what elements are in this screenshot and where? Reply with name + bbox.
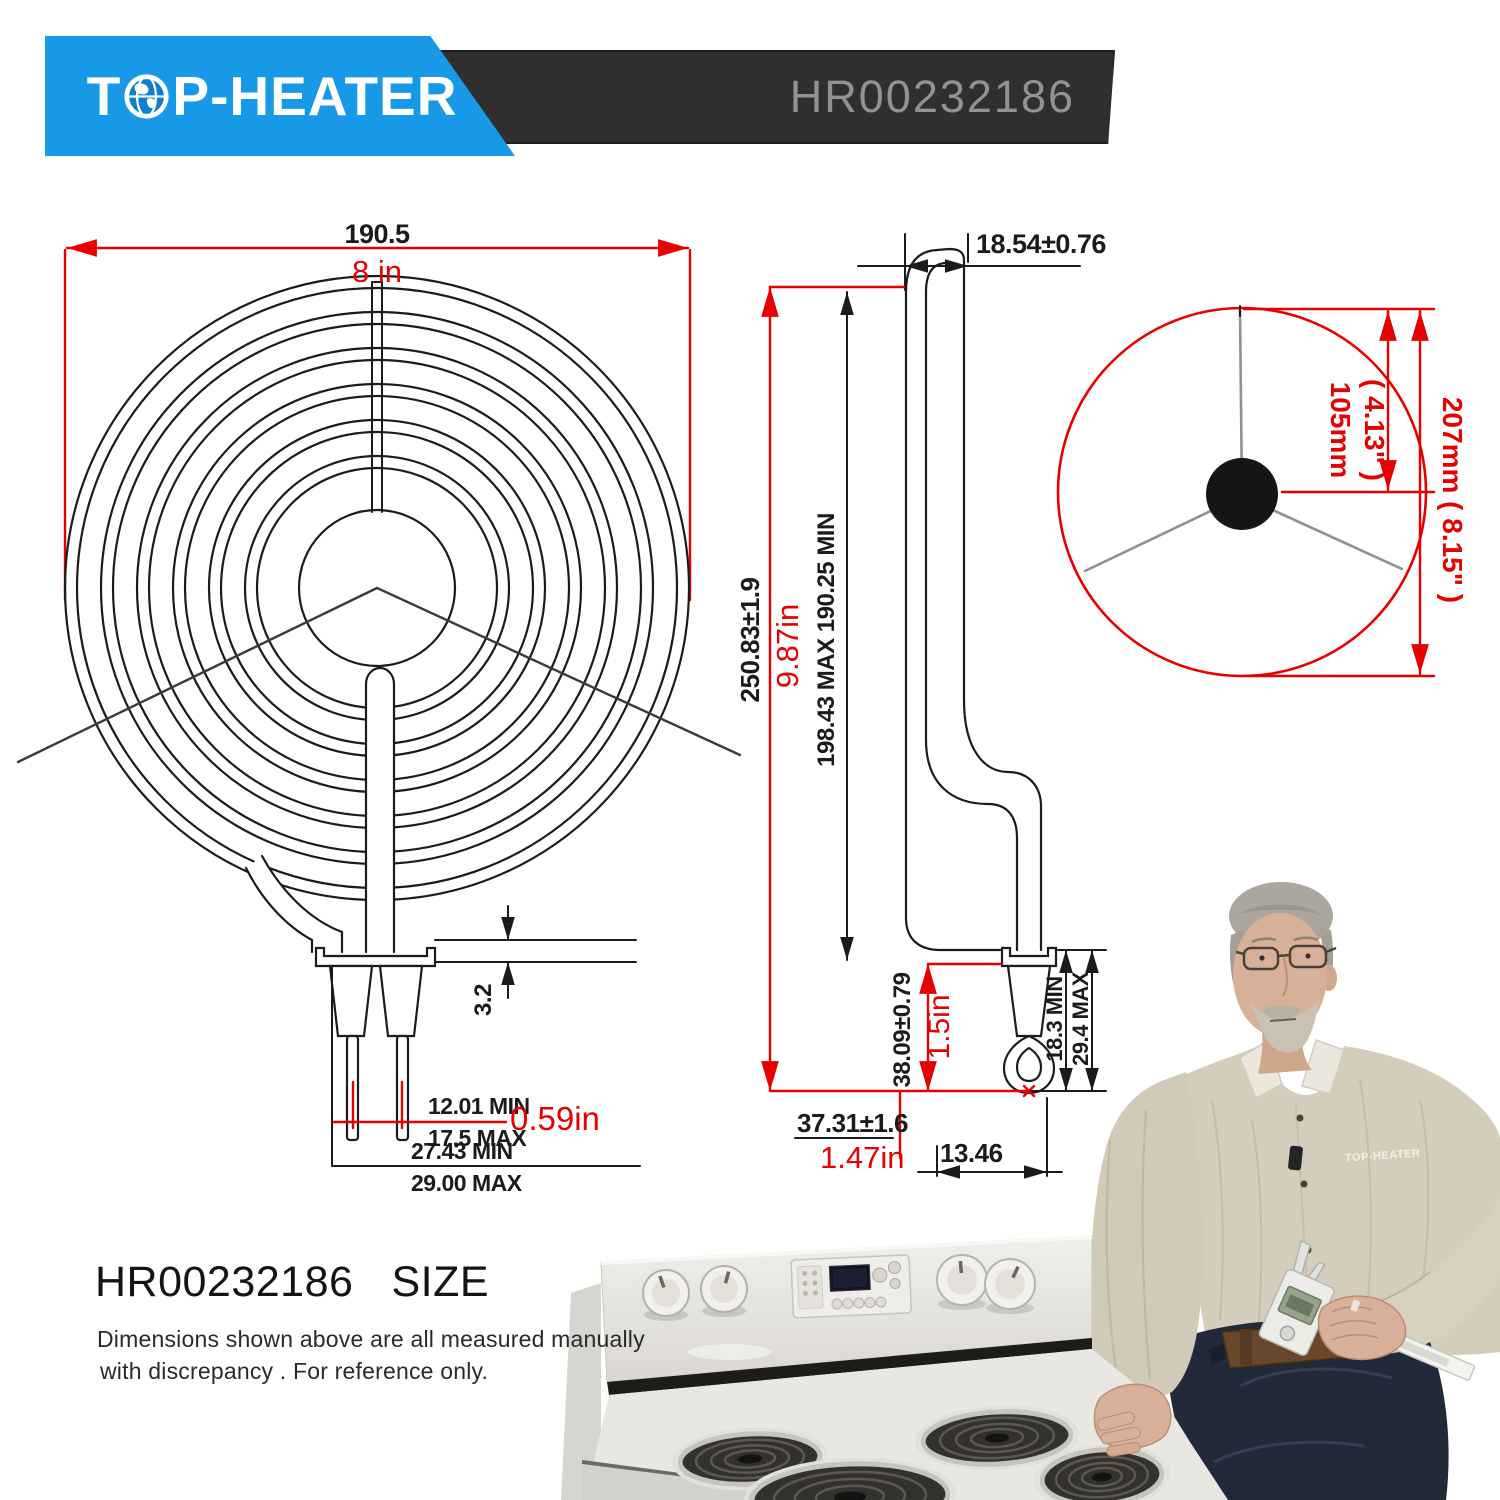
hand-on-stove [1093, 1383, 1172, 1457]
part-number-banner: HR00232186 [433, 50, 1115, 144]
footer-note-line1: Dimensions shown above are all measured … [97, 1326, 645, 1352]
part-number-text: HR00232186 [789, 71, 1075, 122]
coil-range-label: 198.43 MAX 190.25 MIN [813, 513, 840, 767]
stove-left-side [561, 1283, 601, 1500]
base-max-label: 29.00 MAX [411, 1170, 522, 1196]
element-profile [904, 247, 1043, 952]
mustache [1262, 1005, 1300, 1021]
hairline [1240, 904, 1322, 916]
offset-dimensions [794, 1097, 1063, 1179]
foot-mm-label: 13.46 [940, 1138, 1003, 1168]
lug-dimensions [1030, 949, 1107, 1092]
side-height-dimension [761, 285, 908, 1093]
collar-right [1301, 1039, 1345, 1095]
brow-right [1293, 936, 1319, 942]
detail-dimensions [1242, 307, 1436, 678]
outer-tube-elbow [244, 854, 344, 954]
front-view-drawing [16, 239, 742, 1167]
brow-left [1251, 937, 1277, 944]
side-height-in-label: 9.87in [769, 603, 805, 689]
face [1233, 913, 1327, 1037]
bracket-mm-label: 3.2 [470, 984, 497, 1016]
left-sleeve [1090, 1072, 1203, 1401]
lapel-microphone [1288, 1145, 1303, 1171]
eye-left [1259, 955, 1265, 961]
glasses-icon [1235, 944, 1337, 971]
belt-keeper [1240, 1329, 1252, 1365]
burner [744, 1457, 956, 1500]
front-width-dimension [63, 239, 692, 602]
offset-in-label: 1.47in [820, 1140, 905, 1175]
terminal-block [314, 946, 437, 1142]
front-width-mm-label: 190.5 [344, 219, 410, 249]
brand-logo-text: T P-HEATER ® [86, 63, 476, 128]
shirt-button [1300, 1180, 1308, 1188]
stove-photo [561, 1235, 1228, 1500]
stove-knob [642, 1269, 690, 1321]
detail-diameter-label: 207mm ( 8.15" ) [1437, 396, 1468, 604]
base-width-dimension [331, 965, 641, 1167]
footer-title: HR00232186 SIZE [95, 1258, 489, 1307]
stove-knob [984, 1258, 1036, 1314]
footer-part-number: HR00232186 [95, 1258, 354, 1306]
photo-foreground [1093, 1239, 1476, 1457]
base-min-label: 27.43 MIN [411, 1138, 513, 1164]
detail-view-drawing [1056, 305, 1436, 678]
backsplash-reflection [688, 1344, 772, 1360]
burner [915, 1405, 1079, 1471]
detail-radius-in-label: ( 4.13" ) [1359, 379, 1390, 481]
brand-logo: T P-HEATER ® [45, 36, 515, 156]
terminal-dimension-red [768, 962, 1036, 1160]
control-panel [790, 1254, 912, 1319]
stove-knob [700, 1265, 748, 1317]
shirt-torso [1160, 1044, 1500, 1355]
pin-max-label: 17.5 MAX [428, 1125, 527, 1151]
pin-spacing-dimension [330, 1080, 508, 1130]
footer-note-line2: with discrepancy . For reference only. [100, 1358, 489, 1384]
brand-logo-t: T [86, 65, 122, 127]
terminal-mm-label: 38.09±0.79 [889, 972, 916, 1088]
side-top-dimension [857, 233, 1081, 291]
offset-mm-label: 37.31±1.6 [797, 1108, 908, 1138]
nose [1282, 957, 1288, 997]
terminal-in-label: 1.5in [923, 994, 956, 1060]
globe-icon [124, 73, 169, 119]
support-spokes [16, 586, 742, 764]
panel-gap [607, 1338, 1092, 1395]
detail-radius-mm-label: 105mm [1325, 381, 1356, 479]
hub [1206, 458, 1278, 530]
eye-right [1305, 953, 1311, 959]
hand-holding-caliper [1317, 1295, 1407, 1361]
burner [1034, 1444, 1170, 1500]
pin-in-label: 0.59in [510, 1100, 600, 1137]
pin-min-label: 12.01 MIN [428, 1093, 530, 1119]
bracket-dimension [434, 905, 637, 999]
lug-min-label: 18.3 MIN [1042, 976, 1067, 1062]
ring [1350, 1299, 1360, 1312]
beard [1250, 1000, 1319, 1053]
backsplash-highlight [600, 1235, 1093, 1265]
stove-knob [936, 1254, 988, 1310]
side-view-drawing [761, 233, 1107, 1179]
mouth [1269, 1018, 1297, 1022]
center-tube [364, 281, 396, 954]
footer-size-label: SIZE [391, 1258, 490, 1306]
pants-folds [1213, 1367, 1393, 1464]
left-sleeve-folds [1105, 1109, 1151, 1381]
lug-max-label: 29.4 MAX [1068, 972, 1093, 1066]
side-terminal [1000, 946, 1058, 1095]
front-width-in-label: 8 in [352, 254, 402, 289]
brand-logo-rest: P-HEATER [172, 65, 458, 127]
shirt-button [1296, 1114, 1304, 1122]
side-height-mm-label: 250.83±1.9 [735, 577, 765, 703]
side-top-mm-label: 18.54±0.76 [976, 229, 1106, 259]
